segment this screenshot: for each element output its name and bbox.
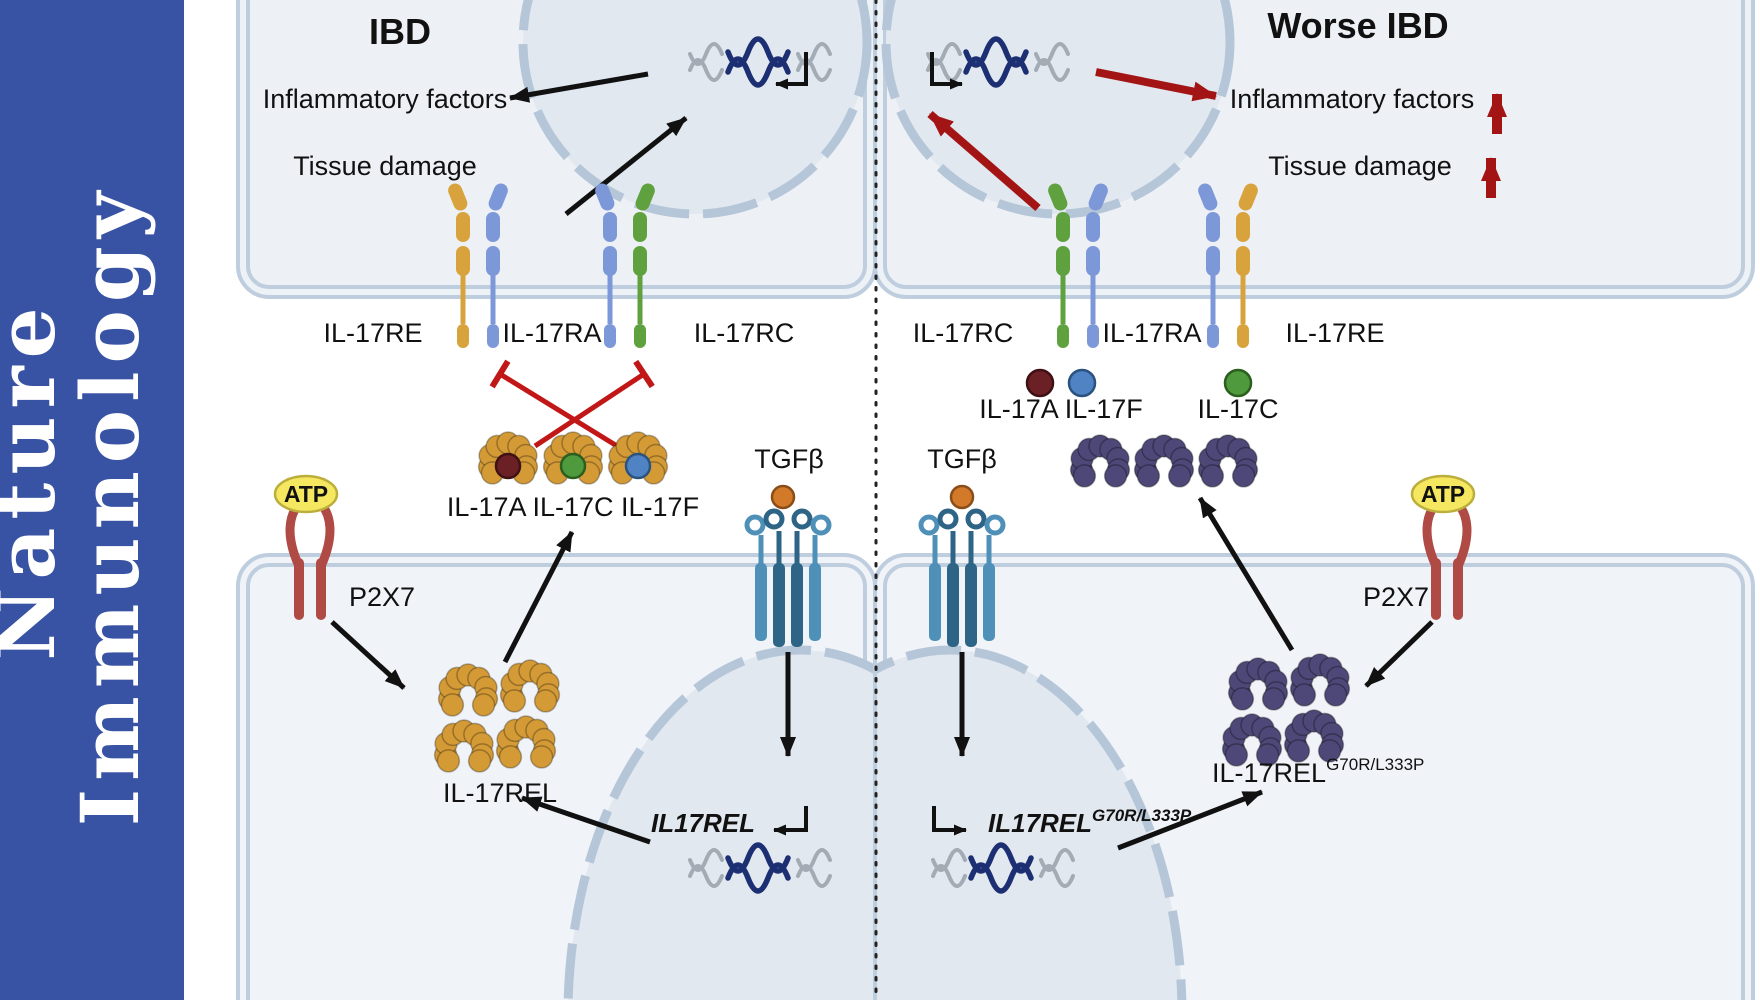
dna-top-left-icon <box>690 39 830 90</box>
cytokines-right: IL-17A IL-17F IL-17C <box>979 368 1279 488</box>
protein-variant-superscript: G70R/L333P <box>1326 755 1424 774</box>
red-signal-arrows <box>489 68 1507 449</box>
gene-arrow-right-icon <box>932 806 967 836</box>
receptors-right: IL-17RC IL-17RA IL-17RE <box>913 181 1385 348</box>
p2x7-right: ATP P2X7 <box>1363 474 1476 620</box>
p2x7-left: ATP P2X7 <box>273 474 415 620</box>
arrow-gene-to-protein-left <box>521 795 651 845</box>
arrow-to-inflammatory-left <box>509 71 649 103</box>
dna-bottom-right-icon: IL17RELG70R/L333P <box>933 806 1192 891</box>
il17c-dot-icon <box>559 452 587 480</box>
dna-bottom-left-icon: IL17REL <box>651 806 830 891</box>
il17rel-label-right: IL-17RELG70R/L333P <box>1212 755 1424 788</box>
atp-label-left: ATP <box>284 481 328 507</box>
panel-title-right: Worse IBD <box>1267 5 1448 46</box>
gene-label-right: IL17RELG70R/L333P <box>988 806 1192 838</box>
il17f-dot-icon <box>624 452 652 480</box>
inhibition-bar-1-icon <box>489 359 619 449</box>
il17rel-cluster-left: IL-17REL <box>433 659 561 808</box>
p2x7-label-right: P2X7 <box>1363 582 1429 612</box>
cytokines-label-left: IL-17A IL-17C IL-17F <box>447 492 699 522</box>
tgfb-ligand-icon <box>949 484 975 510</box>
journal-name-line2: Immunology <box>63 184 157 827</box>
tgfb-ligand-icon <box>770 484 796 510</box>
cytokines-af-label: IL-17A IL-17F <box>979 394 1143 424</box>
gene-name: IL17REL <box>988 808 1092 838</box>
cytokine-c-label: IL-17C <box>1197 394 1278 424</box>
tgfb-label-right: TGFβ <box>927 444 997 474</box>
arrow-p2x7-left <box>330 620 406 690</box>
atp-molecule-icon <box>273 474 339 514</box>
arrow-gene-to-protein-right <box>1117 789 1263 851</box>
arrow-receptor-to-nucleus-right <box>927 110 1041 212</box>
gene-variant-superscript: G70R/L333P <box>1092 806 1192 825</box>
arrow-to-inflammatory-right <box>1095 68 1217 102</box>
journal-sidebar: Nature Immunology <box>0 0 184 1000</box>
nucleus-bottom-left <box>563 645 873 1005</box>
protein-name: IL-17REL <box>1212 758 1326 788</box>
receptor-label-rc-right: IL-17RC <box>913 318 1014 348</box>
inhibition-bar-2-icon <box>533 359 655 449</box>
nucleus-top-right <box>881 0 1235 219</box>
tissue-damage-right: Tissue damage <box>1268 151 1452 181</box>
arrow-p2x7-right <box>1364 620 1434 688</box>
il17rel-label-left: IL-17REL <box>443 778 557 808</box>
il17rel-cluster-right: IL-17RELG70R/L333P <box>1212 653 1424 788</box>
tgfb-right: TGFβ <box>921 444 1003 647</box>
receptor-label-re-left: IL-17RE <box>323 318 422 348</box>
il17c-dot-icon <box>1223 368 1253 398</box>
arrow-secretion-right <box>1197 496 1295 652</box>
receptor-label-rc-left: IL-17RC <box>694 318 795 348</box>
tgfb-label-left: TGFβ <box>754 444 824 474</box>
sidebar-band <box>0 0 184 1000</box>
signal-arrows <box>330 71 1434 851</box>
outcome-right: Worse IBD Inflammatory factors Tissue da… <box>1230 5 1475 181</box>
p2x7-label-left: P2X7 <box>349 582 415 612</box>
inflammatory-factors-right: Inflammatory factors <box>1230 84 1475 114</box>
atp-label-right: ATP <box>1421 481 1465 507</box>
panel-title-left: IBD <box>369 11 431 52</box>
receptor-label-re-right: IL-17RE <box>1285 318 1384 348</box>
atp-molecule-icon <box>1410 474 1476 514</box>
gene-label-left: IL17REL <box>651 808 755 838</box>
nucleus-top-left <box>518 0 872 219</box>
nucleus-bottom-right <box>877 645 1187 1005</box>
inflammatory-factors-left: Inflammatory factors <box>263 84 508 114</box>
tgfb-left: TGFβ <box>747 444 829 647</box>
receptors-left: IL-17RE IL-17RA IL-17RC <box>323 181 794 348</box>
journal-name-line1: Nature <box>0 299 73 660</box>
dna-top-right-icon <box>928 39 1068 90</box>
arrow-receptor-to-nucleus-left <box>564 116 688 216</box>
il17a-dot-icon <box>1025 368 1055 398</box>
il17a-dot-icon <box>494 452 522 480</box>
receptor-label-ra-right: IL-17RA <box>1102 318 1201 348</box>
transcription-arrow-right-icon <box>930 52 963 90</box>
il17f-dot-icon <box>1067 368 1097 398</box>
cytokines-left: IL-17A IL-17C IL-17F <box>447 431 699 522</box>
tissue-damage-left: Tissue damage <box>293 151 477 181</box>
gene-arrow-left-icon <box>773 806 808 836</box>
receptor-label-ra-left: IL-17RA <box>502 318 601 348</box>
outcome-left: IBD Inflammatory factors Tissue damage <box>263 11 508 181</box>
arrow-secretion-left <box>502 530 575 664</box>
transcription-arrow-left-icon <box>775 52 808 90</box>
